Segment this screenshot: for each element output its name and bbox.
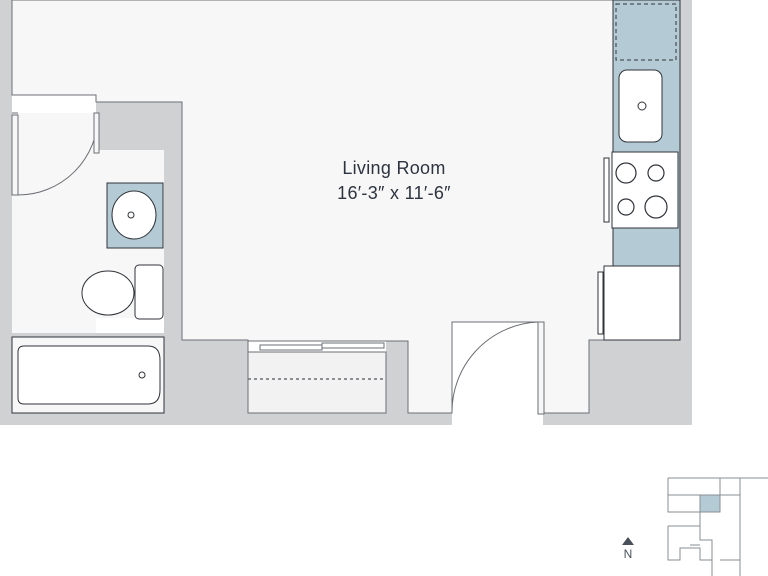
kitchen [597, 0, 681, 341]
toilet-bowl-icon [81, 270, 135, 316]
compass: N [622, 537, 634, 561]
north-arrow-icon [622, 537, 634, 545]
living-room-floor [11, 0, 614, 414]
closet-door-left [259, 344, 323, 351]
range-handle [603, 157, 610, 223]
room-name-label: Living Room [342, 158, 445, 178]
right-wall [680, 0, 692, 425]
left-wall [0, 0, 12, 425]
kitchen-lower-wall [589, 340, 680, 413]
bathroom-door [11, 112, 100, 196]
burner-icon [615, 162, 637, 184]
bathroom-door-leaf [11, 114, 19, 196]
bathtub-basin-icon [17, 345, 161, 405]
bottom-wall-right [543, 413, 692, 425]
entry-door-leaf [537, 321, 545, 415]
toilet-tank-icon [134, 264, 164, 320]
entry-door-swing [451, 321, 539, 414]
refrigerator-handle [597, 271, 604, 335]
key-plan-highlighted-unit [699, 494, 721, 513]
key-plan-line [668, 525, 713, 560]
sink-drain-icon [127, 211, 135, 219]
closet-right-wall [386, 341, 408, 413]
closet-door-right [321, 342, 385, 349]
kitchen-sink-drain-icon [637, 101, 647, 111]
burner-icon [617, 198, 635, 216]
key-plan [667, 477, 768, 576]
burner-icon [647, 164, 665, 182]
key-plan-line [667, 526, 712, 561]
bathtub-drain-icon [138, 371, 146, 379]
closet [247, 340, 387, 414]
burner-icon [644, 195, 668, 219]
kitchen-sink-icon [618, 69, 663, 143]
dishwasher-outline [615, 3, 677, 61]
closet-interior [247, 351, 387, 414]
room-dimensions-label: 16′-3″ x 11′-6″ [337, 183, 451, 203]
refrigerator [603, 265, 681, 341]
bathroom-fixtures [11, 182, 165, 414]
north-label: N [624, 547, 633, 561]
entry-door [451, 321, 545, 415]
